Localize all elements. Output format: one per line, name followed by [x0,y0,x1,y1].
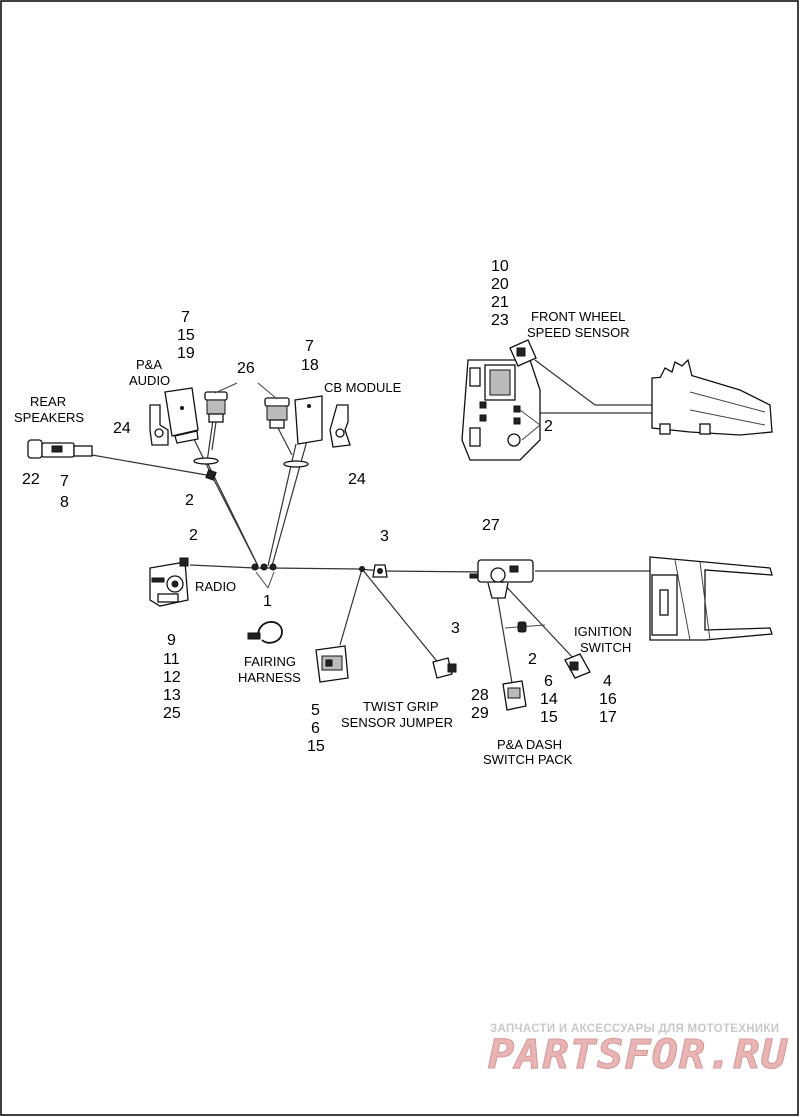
label-ignition-1: IGNITION [574,624,632,639]
callout-numbers: 7 15 19 7 18 26 24 24 22 7 8 2 2 1 9 11 … [22,258,617,755]
component-labels: REAR SPEAKERS P&A AUDIO CB MODULE FRONT … [14,309,632,767]
watermark-logo: PARTSFOR.RU [488,1032,788,1078]
label-front-wheel-1: FRONT WHEEL [531,309,625,324]
callout-ign-17: 17 [599,709,617,726]
bracket-24-left [149,404,169,446]
callout-fairing-6: 6 [311,720,320,737]
callout-1: 1 [263,593,272,610]
watermark: ЗАПЧАСТИ И АКСЕССУАРЫ ДЛЯ МОТОТЕХНИКИ PA… [488,1023,788,1079]
watermark-tagline: ЗАПЧАСТИ И АКСЕССУАРЫ ДЛЯ МОТОТЕХНИКИ [490,1023,779,1035]
leader-2-sensor [519,409,541,441]
callout-radio-12: 12 [163,669,181,686]
label-cb-module: CB MODULE [324,380,402,395]
callout-2-upper: 2 [185,492,194,509]
rear-speaker-connector [27,439,93,459]
callout-sensor-23: 23 [491,312,509,329]
callout-2-dash: 2 [528,651,537,668]
label-radio: RADIO [195,579,236,594]
label-dash-switch-1: P&A DASH [497,737,562,752]
callout-sensor-21: 21 [491,294,509,311]
speed-sensor-connector [509,339,537,367]
callout-dash-15: 15 [540,709,558,726]
dash-switch-connector [502,680,527,711]
leader-26 [214,382,278,400]
clip-3-main [359,564,388,578]
handlebar-fork-bracket [649,556,773,641]
callout-ign-4: 4 [603,673,612,690]
mount-27 [469,559,534,599]
label-rear-speakers-1: REAR [30,394,66,409]
fairing-connector [315,645,349,683]
callout-22: 22 [22,471,40,488]
callout-cb-18: 18 [301,357,319,374]
callout-fairing-15: 15 [307,738,325,755]
callout-radio-9: 9 [167,632,176,649]
pa-audio-connector [164,387,199,444]
cb-module-connector [294,395,323,445]
callout-sensor-10: 10 [491,258,509,275]
callout-3-twist: 3 [451,620,460,637]
fender-housing [651,358,773,436]
callout-cb-7: 7 [305,338,314,355]
callout-dash-14: 14 [540,691,558,708]
label-ignition-2: SWITCH [580,640,631,655]
tie-2-upper [205,469,217,481]
callout-pa-audio-15: 15 [177,327,195,344]
callout-2-radio: 2 [189,527,198,544]
junction-1 [251,563,277,589]
callout-27: 27 [482,517,500,534]
clip-26-right [264,397,309,468]
label-rear-speakers-2: SPEAKERS [14,410,84,425]
label-front-wheel-2: SPEED SENSOR [527,325,630,340]
label-twist-grip-2: SENSOR JUMPER [341,715,453,730]
label-dash-switch-2: SWITCH PACK [483,752,573,767]
callout-24-left: 24 [113,420,131,437]
twist-grip-connector [432,657,457,679]
callout-3-main: 3 [380,528,389,545]
label-pa-audio-2: AUDIO [129,373,170,388]
callout-twist-28: 28 [471,687,489,704]
fairing-harness-clamp [247,621,283,644]
clip-26-left [193,391,228,465]
callout-ign-16: 16 [599,691,617,708]
callout-twist-29: 29 [471,705,489,722]
callout-radio-13: 13 [163,687,181,704]
radio-connector [149,557,189,607]
speed-sensor-bracket [461,359,541,461]
callout-pa-audio-7: 7 [181,309,190,326]
label-fairing-1: FAIRING [244,654,296,669]
callout-radio-11: 11 [163,651,180,668]
callout-rear-7: 7 [60,473,69,490]
callout-sensor-20: 20 [491,276,509,293]
callout-fairing-5: 5 [311,702,320,719]
ignition-switch-connector [564,653,591,679]
callout-26: 26 [237,360,255,377]
label-pa-audio-1: P&A [136,357,162,372]
callout-24-right: 24 [348,471,366,488]
callout-dash-6: 6 [544,673,553,690]
callout-rear-8: 8 [60,494,69,511]
tie-2-dash [517,621,527,633]
label-twist-grip-1: TWIST GRIP [363,699,439,714]
label-fairing-2: HARNESS [238,670,301,685]
callout-2-sensor: 2 [544,418,553,435]
callout-radio-25: 25 [163,705,181,722]
callout-pa-audio-19: 19 [177,345,195,362]
bracket-24-right [329,404,351,448]
